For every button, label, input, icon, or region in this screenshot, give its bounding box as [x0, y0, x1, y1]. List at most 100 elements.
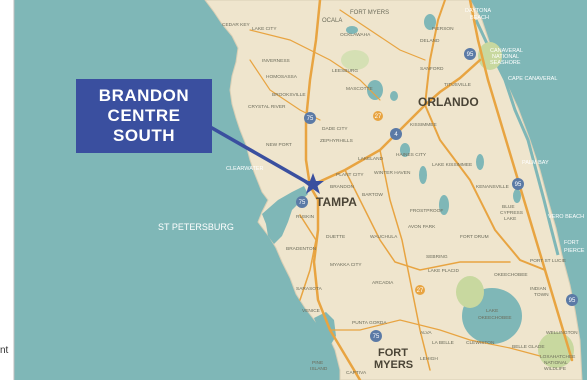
- label-port-st-lucie: PORT ST LUCIE: [530, 258, 566, 264]
- route-shield: [464, 48, 476, 60]
- label-kissimmee: KISSIMMEE: [410, 122, 437, 128]
- callout-line-1: BRANDON: [98, 86, 190, 105]
- label-frostproof: FROSTPROOF: [410, 208, 443, 214]
- svg-text:75: 75: [373, 334, 380, 340]
- property-callout: BRANDON CENTRE SOUTH: [76, 79, 212, 153]
- label-loxahatchee-1: LOXAHATCHEE: [540, 354, 575, 360]
- city-orlando: ORLANDO: [418, 95, 479, 109]
- label-clewiston: CLEWISTON: [466, 340, 495, 346]
- label-winter-haven: WINTER HAVEN: [374, 170, 411, 176]
- label-canaveral-seashore-3: SEASHORE: [490, 60, 521, 66]
- label-deland: DELAND: [420, 38, 440, 44]
- label-st-petersburg: ST PETERSBURG: [158, 222, 234, 232]
- town-labels: OCALA FORT MYERS LAKE CITY CEDAR KEY INV…: [222, 10, 578, 376]
- label-loxahatchee-3: WILDLIFE: [544, 366, 566, 372]
- label-indian-town-2: TOWN: [534, 292, 549, 298]
- label-venice: VENICE: [302, 308, 320, 314]
- label-sanford: SANFORD: [420, 66, 444, 72]
- label-captiva: CAPTIVA: [346, 370, 367, 376]
- label-pierson: PIERSON: [432, 26, 454, 32]
- label-pine-island-2: ISLAND: [310, 366, 328, 372]
- label-brandon: BRANDON: [330, 184, 355, 190]
- label-crystal-river: CRYSTAL RIVER: [248, 104, 286, 110]
- label-bradenton: BRADENTON: [286, 246, 317, 252]
- label-pine-island-1: PINE: [312, 360, 323, 366]
- route-shield: [370, 330, 382, 342]
- svg-text:75: 75: [299, 200, 306, 206]
- route-shield: [415, 285, 425, 295]
- lake: [419, 166, 427, 184]
- label-leesburg: LEESBURG: [332, 68, 358, 74]
- label-blue-cypress-2: CYPRESS: [500, 210, 523, 216]
- label-canaveral-seashore-1: CANAVERAL: [490, 48, 523, 54]
- label-fort-pierce-1: FORT: [564, 240, 580, 246]
- callout-line-3: SOUTH: [113, 126, 175, 145]
- label-brooksville: BROOKSVILLE: [272, 92, 306, 98]
- label-lehigh: LEHIGH: [420, 356, 438, 362]
- label-inverness: INVERNESS: [262, 58, 290, 64]
- route-shields: 95 75 4 95 75 95 75 27 27: [296, 48, 578, 342]
- svg-text:27: 27: [375, 114, 382, 120]
- label-keenansville: KENANSVILLE: [476, 184, 509, 190]
- label-plant-city: PLANT CITY: [336, 172, 364, 178]
- label-homosassa: HOMOSASSA: [266, 74, 298, 80]
- city-fort-myers-1: FORT: [378, 347, 408, 359]
- route-shield: [390, 128, 402, 140]
- label-fort-myers-top: FORT MYERS: [350, 10, 389, 16]
- label-vero-beach: VERO BEACH: [548, 214, 584, 220]
- label-titusville: TITUSVILLE: [444, 82, 471, 88]
- svg-text:75: 75: [307, 116, 314, 122]
- lake: [439, 195, 449, 215]
- svg-text:95: 95: [569, 298, 576, 304]
- label-haines-city: HAINES CITY: [396, 152, 427, 158]
- label-duette: DUETTE: [326, 234, 345, 240]
- lake: [424, 14, 436, 30]
- label-belle-glade: BELLE GLADE: [512, 344, 545, 350]
- label-wellington: WELLINGTON: [546, 330, 578, 336]
- svg-text:4: 4: [394, 132, 398, 138]
- route-shield: [512, 178, 524, 190]
- label-mascotte: MASCOTTE: [346, 86, 373, 92]
- city-fort-myers-2: MYERS: [374, 359, 413, 371]
- label-sebring: SEBRING: [426, 254, 448, 260]
- label-punta-gorda: PUNTA GORDA: [352, 320, 387, 326]
- label-wauchula: WAUCHULA: [370, 234, 398, 240]
- label-ocklawaha: OCKLAWAHA: [340, 32, 371, 38]
- label-loxahatchee-2: NATIONAL: [544, 360, 568, 366]
- label-fort-pierce-2: PIERCE: [564, 248, 585, 254]
- label-cape-canaveral: CAPE CANAVERAL: [508, 76, 557, 82]
- label-new-port: NEW PORT: [266, 142, 292, 148]
- city-tampa: TAMPA: [316, 195, 357, 209]
- svg-text:27: 27: [417, 288, 424, 294]
- label-canaveral-seashore-2: NATIONAL: [492, 54, 519, 60]
- label-arcadia: ARCADIA: [372, 280, 394, 286]
- label-bartow: BARTOW: [362, 192, 383, 198]
- label-sarasota: SARASOTA: [296, 286, 323, 292]
- label-ruskin: RUSKIN: [296, 214, 315, 220]
- callout-pointer: [204, 122, 311, 186]
- callout-line-2: CENTRE: [107, 106, 181, 125]
- label-lake-city: LAKE CITY: [252, 26, 277, 32]
- route-shield: [566, 294, 578, 306]
- route-shield: [373, 111, 383, 121]
- park: [341, 50, 369, 70]
- label-zephyrhills: ZEPHYRHILLS: [320, 138, 353, 144]
- label-fort-drum: FORT DRUM: [460, 234, 489, 240]
- label-daytona-1: DAYTONA: [465, 8, 491, 14]
- label-myakka: MYAKKA CITY: [330, 262, 362, 268]
- label-blue-cypress-3: LAKE: [504, 216, 516, 222]
- lake: [400, 143, 410, 157]
- label-lake-okeechobee-1: LAKE: [486, 308, 498, 314]
- label-cedar-key: CEDAR KEY: [222, 22, 251, 28]
- label-okeechobee: OKEECHOBEE: [494, 272, 528, 278]
- lake: [513, 189, 521, 203]
- lake: [476, 154, 484, 170]
- label-alva: ALVA: [420, 330, 432, 336]
- label-lake-placid: LAKE PLACID: [428, 268, 459, 274]
- label-blue-cypress-1: BLUE: [502, 204, 515, 210]
- park: [456, 276, 484, 308]
- route-shield: [304, 112, 316, 124]
- lake: [346, 26, 358, 34]
- lake: [367, 80, 383, 100]
- label-ocala: OCALA: [322, 18, 342, 24]
